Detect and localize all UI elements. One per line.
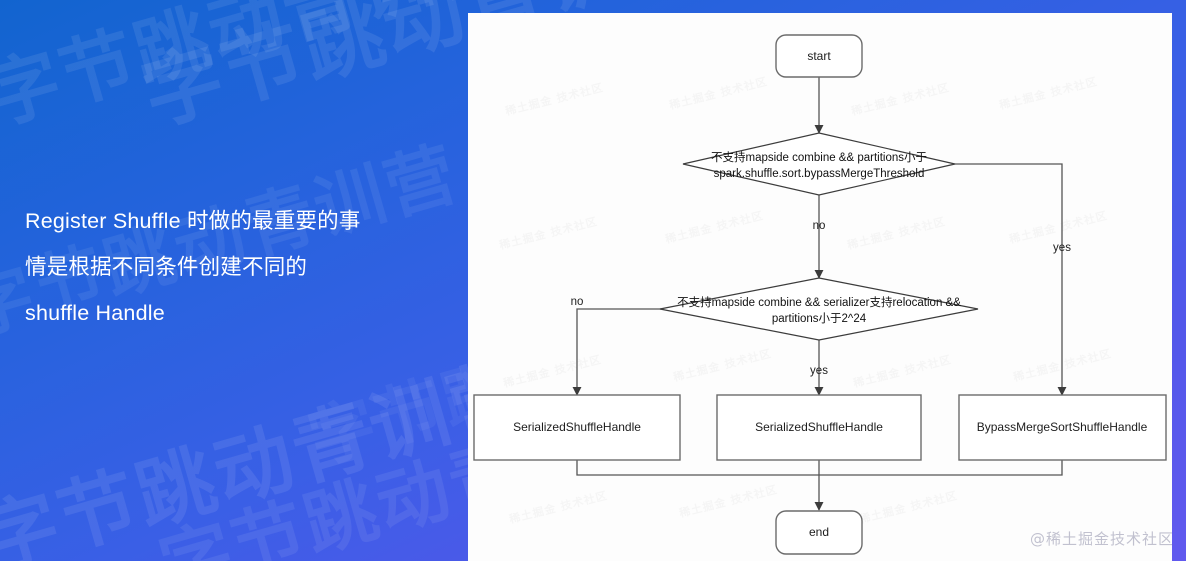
start-shape <box>775 34 863 78</box>
decision1-shape <box>682 132 956 196</box>
background-watermark: 字节跳动青训营 <box>0 345 541 561</box>
decision1-label-line2: spark.shuffle.sort.bypassMergeThreshold <box>714 168 925 180</box>
handle-middle-shape <box>716 394 922 461</box>
handle-left-label: SerializedShuffleHandle <box>513 420 641 434</box>
end-label: end <box>809 525 829 539</box>
node-handle-right: BypassMergeSortShuffleHandle <box>958 394 1167 461</box>
edge-decision1-yes <box>955 163 1067 396</box>
edge-label-decision2-no: no <box>571 296 584 308</box>
end-shape <box>775 510 863 555</box>
edge-label-decision1-yes: yes <box>1053 242 1071 254</box>
node-handle-middle: SerializedShuffleHandle <box>716 394 922 461</box>
handle-right-shape <box>958 394 1167 461</box>
background-watermark: 字节跳动青训营 <box>0 0 519 142</box>
edge-label-decision1-no: no <box>813 220 826 232</box>
caption-line-3: shuffle Handle <box>25 301 165 325</box>
caption-line-1: Register Shuffle 时做的最重要的事 <box>25 209 361 233</box>
handle-right-label: BypassMergeSortShuffleHandle <box>977 420 1148 434</box>
node-decision2: 不支持mapside combine && serializer支持reloca… <box>659 277 979 341</box>
edge-decision2-no <box>572 308 686 396</box>
corner-watermark: @稀土掘金技术社区 <box>1029 530 1174 548</box>
decision2-label-line1: 不支持mapside combine && serializer支持reloca… <box>677 295 961 309</box>
node-start: start <box>775 34 863 78</box>
decision1-label-line1: 不支持mapside combine && partitions小于 <box>711 150 927 164</box>
node-end: end <box>775 510 863 555</box>
diagram-panel: 稀土掘金 技术社区 稀土掘金 技术社区 稀土掘金 技术社区 稀土掘金 技术社区 … <box>468 13 1172 561</box>
decision2-shape <box>659 277 979 341</box>
caption-line-2: 情是根据不同条件创建不同的 <box>25 255 308 279</box>
decision2-label-line2: partitions小于2^24 <box>772 312 867 325</box>
slide-caption: Register Shuffle 时做的最重要的事 情是根据不同条件创建不同的 … <box>25 198 445 336</box>
flowchart: start 不支持mapside combine && partitions小于… <box>473 34 1167 555</box>
handle-middle-label: SerializedShuffleHandle <box>755 420 883 434</box>
start-label: start <box>807 49 831 63</box>
node-decision1: 不支持mapside combine && partitions小于 spark… <box>682 132 956 196</box>
node-handle-left: SerializedShuffleHandle <box>473 394 681 461</box>
handle-left-shape <box>473 394 681 461</box>
edge-label-decision2-yes: yes <box>810 365 828 377</box>
